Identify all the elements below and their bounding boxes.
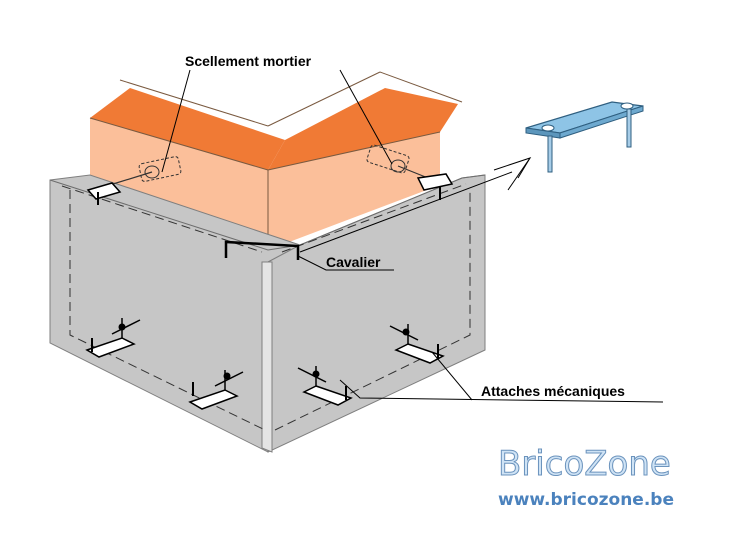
mechanical-fastener-2 (188, 370, 244, 410)
label-attaches-mecaniques: Attaches mécaniques (481, 383, 625, 399)
wall-front-right (268, 132, 440, 250)
wall-front-left (90, 118, 268, 250)
mortar-anchor-left (86, 156, 182, 205)
mechanical-fastener-1 (85, 318, 141, 358)
label-scellement-mortier: Scellement mortier (185, 53, 312, 69)
leader-lines (161, 69, 664, 403)
mechanical-fastener-4 (389, 324, 445, 364)
mortar-anchor-right (366, 144, 454, 200)
cavalier-detail-part (525, 101, 644, 173)
wall-top-left (90, 88, 285, 170)
wall-edges (89, 71, 463, 250)
cavalier-bracket (224, 240, 300, 260)
watermark-brand: BricoZone (498, 444, 671, 484)
cladding-corner-edge (261, 261, 273, 453)
watermark-url: www.bricozone.be (498, 490, 674, 510)
mechanical-fastener-3 (297, 366, 353, 406)
wall-top-right (268, 88, 458, 170)
label-cavalier: Cavalier (326, 254, 381, 270)
